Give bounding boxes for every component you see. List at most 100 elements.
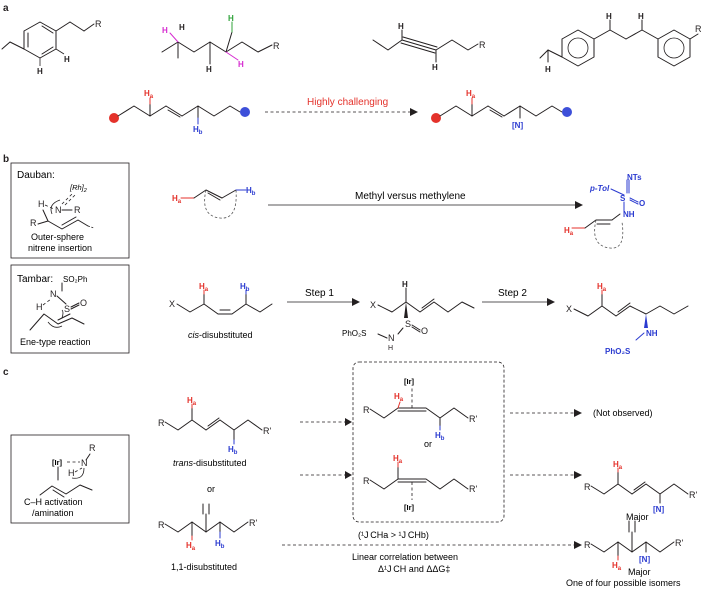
disub-product: R Ha [N] R' — [584, 520, 683, 572]
ir-caption-2: /amination — [32, 508, 74, 518]
panel-label-c: c — [3, 367, 9, 378]
int1-hb: Hb — [435, 431, 445, 442]
linear-label-1: Linear correlation between — [352, 552, 458, 562]
dauban-substrate: Ha Hb — [172, 186, 256, 219]
a6-n-label: [N] — [512, 121, 523, 130]
tambar-h-label: H — [36, 302, 43, 312]
int2-ha: Ha — [393, 454, 403, 465]
molecule-a3-alkyne: H H R — [372, 22, 486, 72]
trans-hb: Hb — [228, 445, 238, 456]
disub-substrate: R Ha Hb R' — [158, 503, 257, 552]
arrow-head-no — [574, 409, 582, 417]
arrow-head-a — [410, 108, 418, 116]
ir-caption-1: C–H activation — [24, 497, 83, 507]
dauban-prod-ha: Ha — [564, 226, 574, 237]
a4-r-label: R — [695, 24, 702, 34]
ir-h-label: H — [68, 468, 75, 478]
disub-ha: Ha — [186, 541, 196, 552]
molecule-a5-alkene-substrate: Ha Hb — [109, 89, 250, 136]
int2-rp-label: R' — [469, 484, 477, 494]
int-h-sub: H — [388, 345, 393, 352]
a3-r-label: R — [479, 40, 486, 50]
panel-label-a: a — [3, 3, 9, 14]
a3-h-1: H — [398, 22, 404, 31]
or-label-2: or — [424, 439, 432, 449]
arrow-head-major2 — [574, 541, 582, 549]
molecule-a4-diaryl: H H H R — [539, 12, 702, 74]
nts-label: NTs — [627, 173, 642, 182]
a4-h-2: H — [606, 12, 612, 21]
linear-label-2: Δ¹J CH and ΔΔG‡ — [378, 564, 450, 574]
int-n-label: N — [388, 333, 395, 343]
a2-h-top: H — [179, 23, 185, 32]
dauban-caption-1: Outer-sphere — [31, 232, 84, 242]
int1-rp-label: R' — [469, 414, 477, 424]
a2-h-magenta-1: H — [162, 26, 168, 35]
a2-r-label: R — [273, 41, 280, 51]
a1-h-ortho: H — [37, 67, 43, 76]
dauban-s-label: S — [620, 194, 626, 203]
or-label-1: or — [207, 484, 215, 494]
prod-x-label: X — [566, 304, 572, 314]
ptol-label: p-Tol — [589, 184, 610, 193]
ir-label: [Ir] — [52, 458, 63, 467]
a4-h-benzylic-1: H — [545, 65, 551, 74]
major-label-2: Major — [628, 567, 651, 577]
molecule-a6-amination-product: Ha [N] — [431, 89, 572, 130]
tp-n-label: [N] — [653, 505, 664, 514]
dauban-sub-ha: Ha — [172, 194, 182, 205]
arrow-head-step2 — [547, 298, 555, 306]
iridium-ts: R [Ir] N H — [39, 443, 96, 498]
a6-ha: Ha — [466, 89, 476, 100]
int1-r-label: R — [363, 405, 370, 415]
label-methyl-vs-methylene: Methyl versus methylene — [355, 191, 466, 202]
dauban-r-label: R — [74, 205, 81, 215]
ir-n-label: N — [81, 458, 88, 468]
intermediates-box — [352, 361, 505, 523]
label-step1: Step 1 — [305, 288, 334, 299]
dauban-sub-hb: Hb — [246, 186, 256, 197]
prod-nh-label: NH — [646, 329, 658, 338]
a2-h-magenta-2: H — [238, 60, 244, 69]
arrow-head-b1 — [575, 201, 583, 209]
ir-intermediate-2: R Ha [Ir] R' — [363, 454, 477, 512]
disub-label: 1,1-disubstituted — [171, 562, 237, 572]
trans-label: trans-disubstituted — [173, 458, 247, 468]
tambar-intermediate: X H S O N H PhO₂S — [342, 280, 475, 352]
int-o-label: O — [421, 326, 428, 336]
tambar-title: Tambar: — [17, 274, 53, 285]
molecule-a2-branched-alkane: R H H H H H — [161, 14, 280, 74]
a5-ha: Ha — [144, 89, 154, 100]
dauban-h-label: H — [38, 199, 45, 209]
tambar-s-label: S — [64, 304, 70, 314]
a1-r-label: R — [95, 19, 102, 29]
tambar-caption: Ene-type reaction — [20, 337, 91, 347]
a3-h-2: H — [432, 63, 438, 72]
tambar-substrate: X Ha Hb — [169, 282, 273, 315]
dauban-caption-2: nitrene insertion — [28, 243, 92, 253]
cis-label: cis-disubstituted — [188, 330, 253, 340]
a4-h-3: H — [638, 12, 644, 21]
a5-hb: Hb — [193, 125, 203, 136]
int2-r-label: R — [363, 476, 370, 486]
dauban-nitrene-ts: [Rh]2 N R H R — [30, 183, 95, 230]
tambar-sub-hb: Hb — [240, 282, 250, 293]
tp-rp-label: R' — [689, 490, 697, 500]
blue-sphere-product — [562, 107, 572, 117]
a2-h-black: H — [206, 65, 212, 74]
dp-ha: Ha — [612, 561, 622, 572]
tambar-box — [10, 264, 130, 354]
int2-ir: [Ir] — [404, 503, 415, 512]
arrow-head-int1 — [345, 418, 352, 426]
tambar-prod-ha: Ha — [597, 282, 607, 293]
label-highly-challenging: Highly challenging — [307, 97, 388, 108]
arrow-head-step1 — [352, 298, 360, 306]
a2-h-green: H — [228, 14, 234, 23]
disub-r-label: R — [158, 520, 165, 530]
dp-rp-label: R' — [675, 538, 683, 548]
ir-intermediate-1: R [Ir] Ha Hb R' — [363, 377, 477, 442]
dauban-r2-label: R — [30, 218, 37, 228]
arrow-head-int2 — [345, 471, 352, 479]
a1-h-meta: H — [64, 55, 70, 64]
